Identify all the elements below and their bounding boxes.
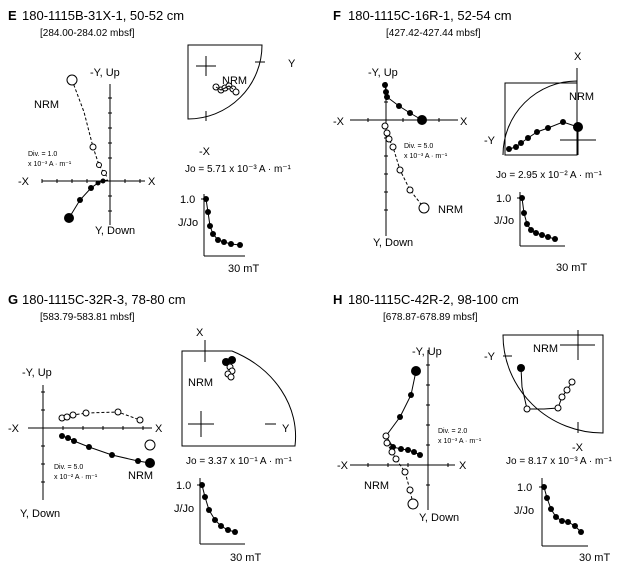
panel-e-decay-ytick: 1.0 [180,194,195,206]
panel-h-decay-ytick: 1.0 [517,482,532,494]
panel-g-stereo-x: X [196,327,204,339]
panel-e-zijderveld: -Y, Up Y, Down -X X NRM Div. = 1.0 x 10⁻… [18,67,156,237]
panel-f-sample: 180-1115C-16R-1, 52-54 cm [348,8,512,23]
panel-h-x-label: X [459,460,467,472]
panel-h-zijderveld: -Y, Up Y, Down -X X NRM Div. = 2.0 x 10⁻… [337,346,482,524]
panel-f-div-units: x 10⁻³ A · m⁻¹ [404,153,448,160]
panel-h-up-label: -Y, Up [412,346,442,358]
panel-e-stereo-y: Y [288,58,296,70]
panel-h-stereo-minus-y: -Y [484,351,496,363]
panel-h-depth: [678.87-678.89 mbsf] [383,312,478,323]
panel-letter-g: G [8,292,18,307]
panel-g-decay-xlabel: 30 mT [230,552,261,564]
panel-g-div-units: x 10⁻² A · m⁻¹ [54,474,98,481]
panel-h-stereo-nrm: NRM [533,343,558,355]
panel-g-zijderveld: -Y, Up Y, Down -X X NRM Div. = 5.0 x 10⁻… [8,367,163,520]
panel-e-depth: [284.00-284.02 mbsf] [40,28,135,39]
panel-h-div-label: Div. = 2.0 [438,428,467,435]
panel-f-nrm-label: NRM [438,204,463,216]
panel-e-up-label: -Y, Up [90,67,120,79]
panel-e-decay-plot: 1.0 J/Jo 30 mT [178,194,259,275]
panel-g: G 180-1115C-32R-3, 78-80 cm [583.79-583.… [8,292,297,564]
panel-f-down-label: Y, Down [373,237,413,249]
panel-g-stereonet: X Y NRM [181,327,297,447]
panel-h-decay-ylabel: J/Jo [514,505,534,517]
panel-h-sample: 180-1115C-42R-2, 98-100 cm [348,292,519,307]
panel-h-decay-plot: 1.0 J/Jo 30 mT [514,478,610,564]
panel-e-decay-xlabel: 30 mT [228,263,259,275]
panel-g-minus-x-label: -X [8,423,20,435]
panel-g-div-label: Div. = 5.0 [54,464,83,471]
panel-f-decay-ytick: 1.0 [496,193,511,205]
panel-g-x-label: X [155,423,163,435]
panel-g-sample: 180-1115C-32R-3, 78-80 cm [22,292,186,307]
panel-h-minus-x-label: -X [337,460,349,472]
panel-f-zijderveld: -Y, Up Y, Down -X X NRM Div. = 5.0 x 10⁻… [333,67,468,249]
panel-e-stereo-minus-x: -X [199,146,211,158]
panel-f-stereo-minus-y: -Y [484,135,496,147]
panel-h-div-units: x 10⁻³ A · m⁻¹ [438,438,482,445]
panel-e-jo: Jo = 5.71 x 10⁻³ A · m⁻¹ [185,164,292,175]
panel-e-div-label: Div. = 1.0 [28,151,57,158]
panel-f-jo: Jo = 2.95 x 10⁻² A · m⁻¹ [496,170,603,181]
panel-g-nrm-label: NRM [128,470,153,482]
panel-h: H 180-1115C-42R-2, 98-100 cm [678.87-678… [333,292,613,564]
panel-f: F 180-1115C-16R-1, 52-54 cm [427.42-427.… [333,8,603,274]
panel-g-stereo-nrm: NRM [188,377,213,389]
panel-h-stereonet: -Y -X NRM [484,330,604,454]
panel-e: E 180-1115B-31X-1, 50-52 cm [284.00-284.… [8,8,296,275]
panel-g-up-label: -Y, Up [22,367,52,379]
panel-f-x-label: X [460,116,468,128]
panel-e-nrm-label: NRM [34,99,59,111]
panel-e-decay-ylabel: J/Jo [178,217,198,229]
panel-h-stereo-minus-x: -X [572,442,584,454]
panel-e-down-label: Y, Down [95,225,135,237]
panel-f-decay-ylabel: J/Jo [494,215,514,227]
panel-f-minus-x-label: -X [333,116,345,128]
panel-f-depth: [427.42-427.44 mbsf] [386,28,481,39]
panel-g-decay-ylabel: J/Jo [174,503,194,515]
panel-e-minus-x-label: -X [18,176,30,188]
panel-e-div-units: x 10⁻³ A · m⁻¹ [28,161,72,168]
panel-e-sample: 180-1115B-31X-1, 50-52 cm [22,8,184,23]
panel-letter-f: F [333,8,341,23]
panel-g-stereo-y: Y [282,423,290,435]
panel-f-stereonet: X -Y NRM [484,51,596,156]
panel-g-depth: [583.79-583.81 mbsf] [40,312,135,323]
panel-letter-h: H [333,292,342,307]
panel-f-div-label: Div. = 5.0 [404,143,433,150]
panel-f-stereo-x: X [574,51,582,63]
panel-e-stereonet: Y -X NRM [187,44,296,158]
panel-e-x-label: X [148,176,156,188]
panel-g-decay-plot: 1.0 J/Jo 30 mT [174,478,261,564]
panel-h-nrm-label: NRM [364,480,389,492]
panel-f-decay-plot: 1.0 J/Jo 30 mT [494,192,587,274]
panel-g-jo: Jo = 3.37 x 10⁻¹ A · m⁻¹ [186,456,293,467]
panel-h-decay-xlabel: 30 mT [579,552,610,564]
panel-g-down-label: Y, Down [20,508,60,520]
panel-h-jo: Jo = 8.17 x 10⁻³ A · m⁻¹ [506,456,613,467]
panel-letter-e: E [8,8,17,23]
panel-f-decay-xlabel: 30 mT [556,262,587,274]
panel-f-up-label: -Y, Up [368,67,398,79]
panel-f-stereo-nrm: NRM [569,91,594,103]
panel-h-down-label: Y, Down [419,512,459,524]
panel-g-decay-ytick: 1.0 [176,480,191,492]
